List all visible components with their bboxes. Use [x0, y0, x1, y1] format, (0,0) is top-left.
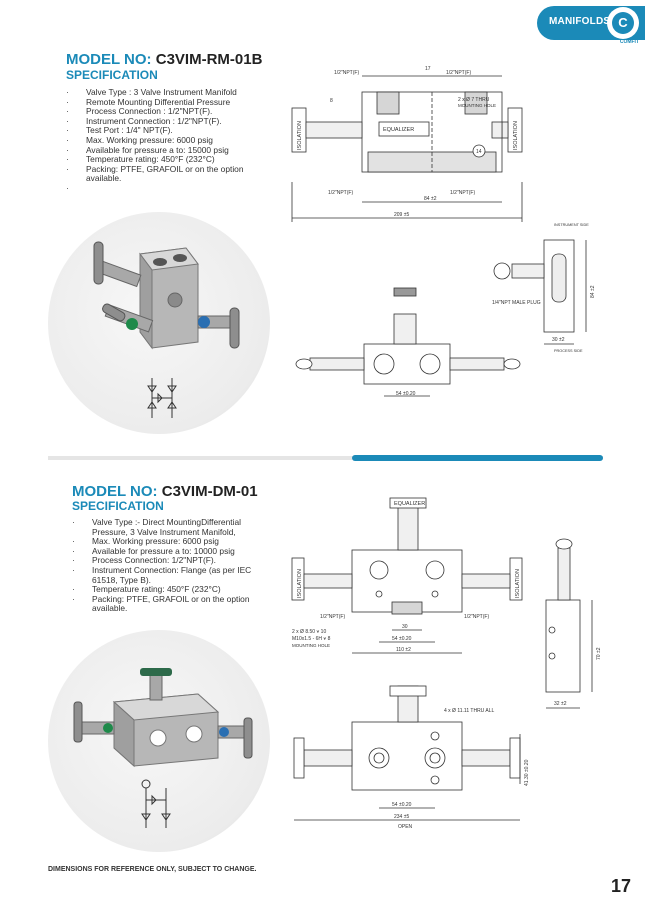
dimension-label: 54 ±0.20: [396, 391, 416, 397]
spec-item: Valve Type : 3 Valve Instrument Manifold: [66, 87, 266, 98]
dimension-label: 17: [425, 66, 431, 72]
model-number: C3VIM-RM-01B: [155, 51, 263, 68]
isolation-label: ISOLATION: [515, 569, 521, 598]
dimension-label: 30 ±2: [552, 337, 565, 343]
mounting-hole-label: 2 x Ø 7 THRU: [458, 97, 490, 103]
open-label: OPEN: [398, 824, 413, 830]
model-number: C3VIM-DM-01: [161, 483, 258, 500]
mounting-hole-spec: 2 x Ø 8.50 ⩔ 10: [292, 629, 326, 635]
dimension-label: 234 ±5: [394, 814, 409, 820]
spec-item: Max. Working pressure: 6000 psig: [66, 135, 266, 146]
product-image-circle-1: [48, 212, 270, 434]
spec-item: Process Connection: 1/2"NPT(F).: [72, 556, 272, 566]
process-side-label: PROCESS SIDE: [554, 349, 583, 353]
mounting-hole-caption: MOUNTING HOLE: [458, 103, 496, 108]
npt-label: 1/2"NPT(F): [450, 190, 475, 196]
footer-note: DIMENSIONS FOR REFERENCE ONLY, SUBJECT T…: [48, 866, 257, 873]
npt-label: 1/2"NPT(F): [328, 190, 353, 196]
dimension-label: 110 ±2: [396, 647, 411, 653]
callout-number: 14: [476, 149, 482, 155]
model-label: MODEL NO:: [72, 483, 158, 500]
technical-drawing-1: 1/2"NPT(F) 1/2"NPT(F) 17 8 2 x Ø 7 THRU …: [291, 66, 596, 397]
spec-heading-1: SPECIFICATION: [66, 68, 158, 82]
spec-item: Test Port : 1/4" NPT(F).: [66, 126, 266, 136]
spec-item: Packing: PTFE, GRAFOIL or on the option …: [72, 594, 272, 614]
dimension-label: 30: [402, 624, 408, 630]
product-image-circle-2: [48, 630, 270, 852]
product-render-2: [73, 668, 253, 828]
instrument-side-label: INSTRUMENT SIDE: [554, 223, 589, 227]
section-divider: [48, 456, 603, 460]
npt-label: 1/2"NPT(F): [320, 614, 345, 620]
dimension-label: 41.30 ±0.20: [524, 759, 530, 786]
dimension-label: 84 ±2: [590, 285, 596, 298]
page-number: 17: [610, 876, 631, 896]
section-divider-accent: [352, 455, 603, 461]
hatched-section: [376, 91, 400, 115]
equalizer-label: EQUALIZER: [394, 501, 425, 507]
hatched-section: [464, 91, 488, 115]
spec-item: Instrument Connection: Flange (as per IE…: [72, 565, 272, 585]
logo-wordmark: COMFIT: [619, 39, 639, 45]
spec-heading-2: SPECIFICATION: [72, 499, 164, 513]
spec-item: Process Connection : 1/2"NPT(F).: [66, 107, 266, 117]
technical-drawing-2: EQUALIZER ISOLATION ISOLATION 1/2"NPT(F)…: [291, 497, 602, 830]
spec-item: Max. Working pressure: 6000 psig: [72, 537, 272, 547]
spec-list-1: Valve Type : 3 Valve Instrument Manifold…: [66, 87, 266, 193]
isolation-label: ISOLATION: [297, 121, 303, 150]
company-logo: C: [607, 7, 639, 39]
spec-item: Valve Type :- Direct MountingDifferentia…: [72, 517, 272, 537]
npt-label: 1/2"NPT(F): [464, 614, 489, 620]
dimension-label: 54 ±0.20: [392, 802, 412, 808]
equalizer-label: EQUALIZER: [383, 127, 414, 133]
product-render-1: [93, 241, 240, 418]
npt-label: 1/2"NPT(F): [334, 70, 359, 76]
spec-item: Temperature rating: 450°F (232°C): [66, 155, 266, 165]
model-label: MODEL NO:: [66, 51, 152, 68]
section-tab: MANIFOLDS C COMFIT: [537, 6, 645, 45]
spec-item: Remote Mounting Differential Pressure: [66, 97, 266, 108]
spec-item: Instrument Connection : 1/2"NPT(F).: [66, 116, 266, 127]
spec-list-2: Valve Type :- Direct MountingDifferentia…: [72, 517, 272, 614]
model-title-1: MODEL NO: C3VIM-RM-01B: [66, 51, 262, 68]
npt-label: 1/2"NPT(F): [446, 70, 471, 76]
isolation-label: ISOLATION: [297, 569, 303, 598]
model-title-2: MODEL NO: C3VIM-DM-01: [72, 483, 258, 500]
mounting-hole-caption: MOUNTING HOLE: [292, 643, 330, 648]
dimension-label: 32 ±2: [554, 701, 567, 707]
spec-item: Temperature rating: 450°F (232°C): [72, 585, 272, 595]
section-tab-label: MANIFOLDS: [549, 16, 611, 27]
dimension-label: 8: [330, 98, 333, 104]
thru-hole-spec: 4 x Ø 11.11 THRU ALL: [444, 708, 495, 714]
spec-item: Available for pressure a to: 10000 psig: [72, 546, 272, 557]
male-plug-label: 1/4"NPT MALE PLUG: [492, 300, 541, 306]
dimension-label: 209 ±5: [394, 212, 409, 218]
mounting-hole-spec: M10x1.5 - 6H ⩔ 8: [292, 636, 331, 642]
isolation-label: ISOLATION: [513, 121, 519, 150]
spec-item: Packing: PTFE, GRAFOIL or on the option …: [66, 164, 266, 184]
logo-mark: C: [612, 12, 634, 34]
spec-item: Available for pressure a to: 15000 psig: [66, 145, 266, 156]
dimension-label: 70 ±2: [596, 647, 602, 660]
dimension-label: 84 ±2: [424, 196, 437, 202]
dimension-label: 54 ±0.20: [392, 636, 412, 642]
